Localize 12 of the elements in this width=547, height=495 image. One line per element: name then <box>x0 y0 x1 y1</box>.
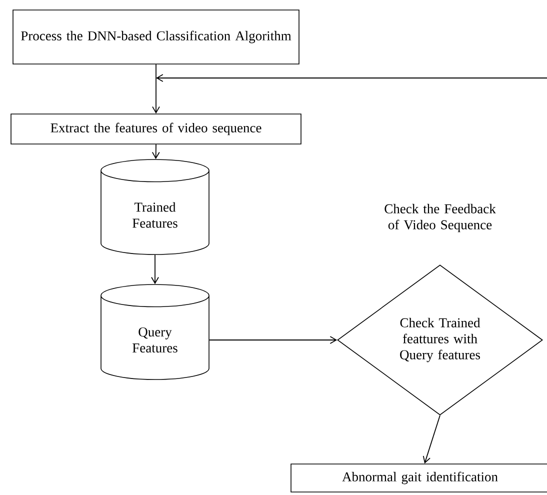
process-box: Abnormal gait identification <box>290 464 547 492</box>
arrow <box>208 336 338 344</box>
arrow <box>422 414 440 464</box>
arrow <box>152 144 160 160</box>
database-cylinder: Trained Features <box>100 159 210 255</box>
database-cylinder: Query Features <box>100 284 210 380</box>
arrow <box>151 254 159 284</box>
arrow <box>152 64 160 114</box>
process-box: Process the DNN-based Classification Algorithm <box>12 10 300 64</box>
arrow <box>156 74 547 82</box>
process-box: Extract the features of video sequence <box>10 114 302 144</box>
note-text: Check the Feedback of Video Sequence <box>384 204 496 232</box>
